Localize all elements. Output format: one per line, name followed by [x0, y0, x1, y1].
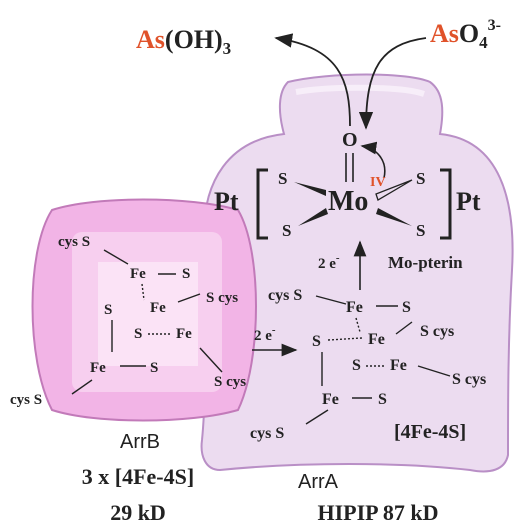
arrB-s-cys-b: S cys — [214, 374, 246, 390]
arrB-name: ArrB — [120, 431, 160, 453]
arrA-name: ArrA — [298, 471, 339, 493]
arrB-bond-fe-s-cys — [177, 293, 201, 303]
arrB-fe4s4-cluster: cys S Fe S S Fe S cys S Fe Fe S cys S S … — [10, 234, 246, 408]
mo-oxo-atom: O — [342, 129, 358, 151]
arrA-neck-highlight — [295, 84, 425, 97]
pt-right-label: Pt — [456, 187, 481, 216]
arrA-cluster-label: [4Fe-4S] — [394, 421, 466, 443]
product-label: As(OH)3 — [136, 25, 231, 58]
arrB-fe-right: Fe — [176, 326, 192, 342]
electron-label-b-to-a-text: 2 e — [254, 328, 272, 344]
arrB-cys-s-bottom: cys S — [10, 392, 42, 408]
product-oh: (OH) — [165, 25, 223, 54]
arrA-fe-top: Fe — [346, 299, 363, 316]
arrA-fe-mid: Fe — [368, 331, 385, 348]
arrB-dash-a — [141, 283, 145, 301]
mo-s-bottom-right: S — [416, 221, 425, 240]
mo-s-hash-top-right — [375, 179, 413, 201]
reactant-o: O — [459, 19, 479, 48]
product-as: As — [136, 25, 165, 54]
arrA-dash-a — [355, 317, 361, 333]
arrA-bond-cys-bottom — [305, 409, 329, 425]
arrB-fe-mid: Fe — [150, 300, 166, 316]
arrA-bond-cys-fe-top — [315, 295, 347, 305]
arrB-size: 29 kD — [110, 500, 166, 525]
substrate-binding-arrow — [358, 37, 427, 130]
arrA-s-mid-right: S — [352, 357, 361, 374]
pt-left-label: Pt — [214, 187, 239, 216]
arrB-s-mid-right: S — [134, 326, 142, 342]
arrB-s-top: S — [182, 266, 190, 282]
arrA-fe4s4-cluster: cys S Fe S S Fe S cys S Fe S cys Fe S cy… — [250, 287, 486, 442]
arrB-bond-fe-s-cys-bottom — [199, 347, 223, 373]
reactant-as: As — [430, 19, 459, 48]
arrA-fe-bottom: Fe — [322, 391, 339, 408]
reactant-label: AsO43- — [430, 17, 501, 52]
mo-s-bottom-left: S — [282, 221, 291, 240]
arrB-s-bottom: S — [150, 360, 158, 376]
arrA-bond-fe-s-cys-b — [417, 365, 451, 377]
arrA-s-top: S — [402, 299, 411, 316]
bracket-left — [256, 168, 268, 240]
product-subscript: 3 — [223, 39, 232, 58]
arrB-cluster-count: 3 x [4Fe-4S] — [82, 464, 194, 489]
arrA-fe-right: Fe — [390, 357, 407, 374]
electron-label-to-mo-text: 2 e — [318, 256, 336, 272]
arrB-cluster-core — [98, 262, 198, 366]
arrA-cys-s-top: cys S — [268, 287, 302, 304]
arrA-dash-b — [327, 337, 363, 341]
electron-label-to-mo: 2 e- — [318, 252, 340, 272]
product-release-arrow — [274, 33, 351, 127]
arrB-s-cys-a: S cys — [206, 290, 238, 306]
arrB-fe-top: Fe — [130, 266, 146, 282]
electron-label-b-to-a: 2 e- — [254, 324, 276, 344]
arrA-bond-fe-s-cys-a — [395, 321, 413, 335]
arrB-s-mid-left: S — [104, 302, 112, 318]
electron-label-b-to-a-sup: - — [272, 324, 276, 336]
arrA-cys-s-bottom: cys S — [250, 425, 284, 442]
mo-oxidation-state: IV — [370, 175, 386, 190]
arrA-s-bottom: S — [378, 391, 387, 408]
electron-label-to-mo-sup: - — [336, 252, 340, 264]
mo-pterin-label: Mo-pterin — [388, 253, 463, 272]
mo-s-wedge-top-left — [294, 182, 326, 196]
arrB-bond-cys-fe — [103, 249, 129, 265]
mo-s-top-left: S — [278, 169, 287, 188]
arrA-s-mid-left: S — [312, 333, 321, 350]
arrA-size: HIPIP 87 kD — [317, 500, 438, 525]
mo-s-wedge-bottom-right — [376, 208, 412, 226]
reactant-subscript: 4 — [479, 33, 488, 52]
oxygen-transfer-arrow — [360, 141, 386, 179]
bracket-right — [440, 168, 452, 240]
mo-s-top-right: S — [416, 169, 425, 188]
arrB-cys-s-top: cys S — [58, 234, 90, 250]
mo-s-wedge-bottom-left — [298, 208, 328, 226]
mo-metal-atom: Mo — [328, 186, 368, 217]
arrB-fe-bottom: Fe — [90, 360, 106, 376]
arrA-s-cys-a: S cys — [420, 323, 454, 340]
arrA-s-cys-b: S cys — [452, 371, 486, 388]
arrB-bond-cys-bottom — [71, 379, 93, 395]
reactant-superscript: 3- — [488, 17, 501, 34]
